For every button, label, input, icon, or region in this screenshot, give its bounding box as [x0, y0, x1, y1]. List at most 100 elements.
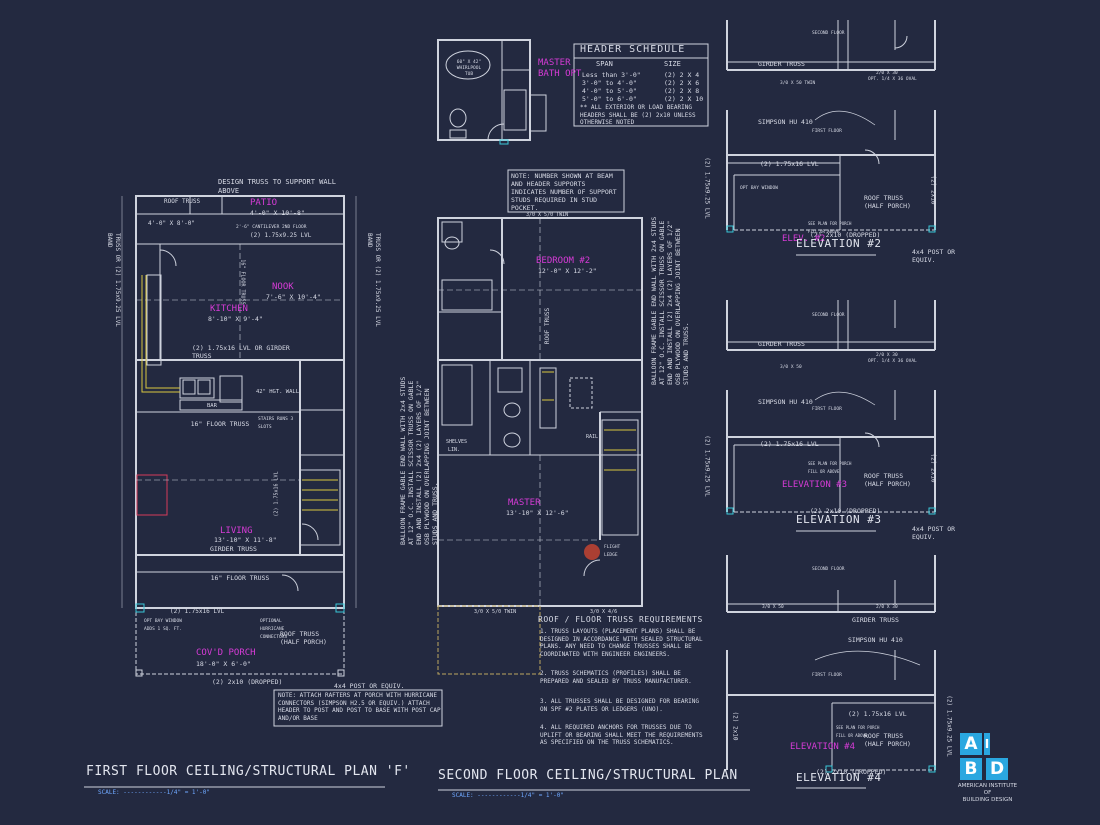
- truss-req-item-2: 2. TRUSS SCHEMATICS (PROFILES) SHALL BE …: [540, 670, 692, 685]
- elev2-mag: ELEV. #2: [782, 234, 826, 244]
- elev2-lvl: (2) 1.75x16 LVL: [760, 160, 819, 168]
- elev1-opt: OPT. 1/4 X 36 OVAL: [868, 77, 917, 82]
- header-schedule-title: HEADER SCHEDULE: [580, 44, 686, 55]
- elev5-top-note: SECOND FLOOR: [812, 567, 845, 572]
- covered-porch-label: COV'D PORCH: [196, 648, 256, 658]
- lin-label: LIN.: [448, 447, 461, 453]
- elev5-win: 3/0 X 50: [762, 605, 784, 610]
- first-floor-walls: [135, 195, 345, 677]
- floor-truss-mid: 16" FLOOR TRUSS: [190, 420, 250, 428]
- elev1-win: 3/0 X 50 TWIN: [780, 81, 816, 86]
- patio-label: PATIO: [250, 198, 278, 208]
- elev4-title: ELEVATION #3: [796, 513, 882, 526]
- flight-ledge: FLIGHT LEDGE: [604, 545, 621, 558]
- elev2-side-lvl: (2) 1.75x9.25 LVL: [703, 157, 711, 219]
- header-col-size: SIZE: [664, 60, 681, 68]
- elev2-simpson: SIMPSON HU 410: [758, 118, 813, 126]
- master-label: MASTER: [508, 498, 541, 508]
- first-floor-title: FIRST FLOOR CEILING/STRUCTURAL PLAN 'F': [86, 764, 411, 779]
- roof-truss-2nd: ROOF TRUSS: [544, 307, 552, 345]
- elev4-roof-truss: ROOF TRUSS (HALF PORCH): [864, 472, 911, 488]
- truss-lvl-right: TRUSS OR (2) 1.75x9.25 LVL BAND: [366, 233, 381, 327]
- header-row-1-size: (2) 2 X 4: [664, 71, 700, 79]
- header-row-4-span: 5'-0" to 6'-0": [582, 95, 637, 103]
- header-row-3-size: (2) 2 X 8: [664, 87, 700, 95]
- header-row-3-span: 4'-0" to 5'-0": [582, 87, 637, 95]
- header-row-4-size: (2) 2 X 10: [664, 95, 704, 103]
- elev1-win2: 2/0 X 30: [876, 71, 898, 76]
- stairs-note: STAIRS RUNS 3 SLOTS: [258, 417, 294, 430]
- elev4-first-floor: FIRST FLOOR: [812, 407, 842, 412]
- elev2-bay: OPT BAY WINDOW: [740, 186, 778, 191]
- second-floor-scale: SCALE: ------------1/4" = 1'-0": [452, 792, 564, 799]
- roof-truss-left: ROOF TRUSS: [164, 198, 201, 205]
- elev4-mag: ELEVATION #3: [782, 480, 848, 490]
- elev6-lvl: (2) 1.75x16 LVL: [848, 710, 907, 718]
- elev2-first-floor: FIRST FLOOR: [812, 129, 842, 134]
- elev4-side-lvl: (2) 1.75x9.25 LVL: [703, 435, 711, 497]
- elev1-top-note: SECOND FLOOR: [812, 31, 845, 36]
- elev6-side-lvl: (2) 1.75x9.25 LVL: [945, 695, 953, 757]
- lvl-top: (2) 1.75x9.25 LVL: [250, 232, 312, 239]
- rafter-note: NOTE: ATTACH RAFTERS AT PORCH WITH HURRI…: [278, 692, 441, 722]
- truss-req-title: ROOF / FLOOR TRUSS REQUIREMENTS: [538, 615, 703, 624]
- kitchen-size: 8'-10" X 9'-4": [208, 315, 263, 323]
- master-bath-opt-walls: [437, 39, 547, 141]
- elev6-roof-truss: ROOF TRUSS (HALF PORCH): [864, 732, 911, 748]
- nook-size: 7'-6" X 10'-4": [266, 293, 321, 301]
- header-col-span: SPAN: [596, 60, 613, 68]
- dropped-header: (2) 2x10 (DROPPED): [212, 678, 283, 686]
- living-label: LIVING: [220, 526, 253, 536]
- elev4-dropped: (2) 2x10 (DROPPED): [810, 507, 881, 515]
- elev6-side-2x10: (2) 2x10: [731, 711, 739, 741]
- elev2-title: ELEVATION #2: [796, 237, 882, 250]
- truss-lvl-left: TRUSS OR (2) 1.75x9.25 LVL BAND: [106, 233, 121, 327]
- elev4-lvl: (2) 1.75x16 LVL: [760, 440, 819, 448]
- elev3-girder: GIRDER TRUSS: [758, 340, 805, 348]
- girder-truss-label: (2) 1.75x16 LVL OR GIRDER TRUSS: [192, 344, 290, 360]
- logo-letter-b: B: [960, 758, 982, 780]
- elev3-opt: OPT. 1/4 X 36 OVAL: [868, 359, 917, 364]
- elev6-mag: ELEVATION #4: [790, 742, 856, 752]
- window-top: 3/0 X 5/0 TWIN: [526, 212, 569, 218]
- master-bath-opt-label: MASTER BATH OPT: [538, 58, 582, 79]
- elev4-post: 4x4 POST OR EQUIV.: [912, 525, 956, 541]
- header-row-1-span: Less than 3'-0": [582, 71, 641, 79]
- elev5-win2: 2/0 X 30: [876, 605, 898, 610]
- elev6-dropped: (2) 2x10 (DROPPED): [816, 768, 887, 776]
- truss-req-item-1: 1. TRUSS LAYOUTS (PLACEMENT PLANS) SHALL…: [540, 628, 703, 658]
- elev4-side-2x10: (2) 2x10: [929, 453, 937, 483]
- covered-porch-size: 18'-0" X 6'-0": [196, 660, 251, 668]
- truss-req-item-4: 4. ALL REQUIRED ANCHORS FOR TRUSSES DUE …: [540, 724, 703, 746]
- elev2-fill: SEE PLAN FOR PORCH FILL OR ABOVE: [808, 221, 852, 234]
- elev2-roof-truss: ROOF TRUSS (HALF PORCH): [864, 194, 911, 210]
- cantilever-note: 2'-6" CANTILEVER 2ND FLOOR: [236, 225, 307, 230]
- rail-label: RAIL: [586, 434, 599, 440]
- second-floor-walls: [437, 217, 643, 675]
- elev2-post: 4x4 POST OR EQUIV.: [912, 248, 956, 264]
- floor-truss-vertical: 16" FLOOR TRUSS: [239, 259, 246, 305]
- elev4-simpson: SIMPSON HU 410: [758, 398, 813, 406]
- elev4-fill: SEE PLAN FOR PORCH FILL OR ABOVE: [808, 461, 852, 474]
- second-floor-title: SECOND FLOOR CEILING/STRUCTURAL PLAN: [438, 768, 738, 783]
- truss-req-item-3: 3. ALL TRUSSES SHALL BE DESIGNED FOR BEA…: [540, 698, 699, 713]
- balloon-left-note: BALLOON FRAME GABLE END WALL WITH 2x4 ST…: [399, 376, 439, 545]
- support-note: NOTE: NUMBER SHOWN AT BEAM AND HEADER SU…: [511, 172, 617, 212]
- bar-label: BAR: [207, 403, 217, 409]
- elev3-win: 3/0 X 50: [780, 365, 802, 370]
- bedroom2-size: 12'-0" X 12'-2": [538, 267, 597, 275]
- elev5-girder: GIRDER TRUSS: [852, 616, 899, 624]
- elev2-dropped: (2) 2x10 (DROPPED): [810, 231, 881, 239]
- bedroom2-label: BEDROOM #2: [536, 256, 591, 266]
- header-row-2-size: (2) 2 X 6: [664, 79, 700, 87]
- elev6-fill: SEE PLAN FOR PORCH FILL OR ABOVE: [836, 725, 880, 738]
- hgt-wall: 42" HGT. WALL: [256, 389, 300, 395]
- window-bottom-left: 3/0 X 5/0 TWIN: [474, 609, 517, 615]
- elev2-side-2x10: (2) 2x10: [929, 175, 937, 205]
- nook-label: NOOK: [272, 282, 294, 292]
- window-bottom-right: 3/0 X 4/6: [590, 609, 618, 615]
- patio-size: 4'-0" X 10'-8": [250, 209, 305, 217]
- whirlpool-label: 60" X 42" WHIRLPOOL TUB: [456, 60, 482, 77]
